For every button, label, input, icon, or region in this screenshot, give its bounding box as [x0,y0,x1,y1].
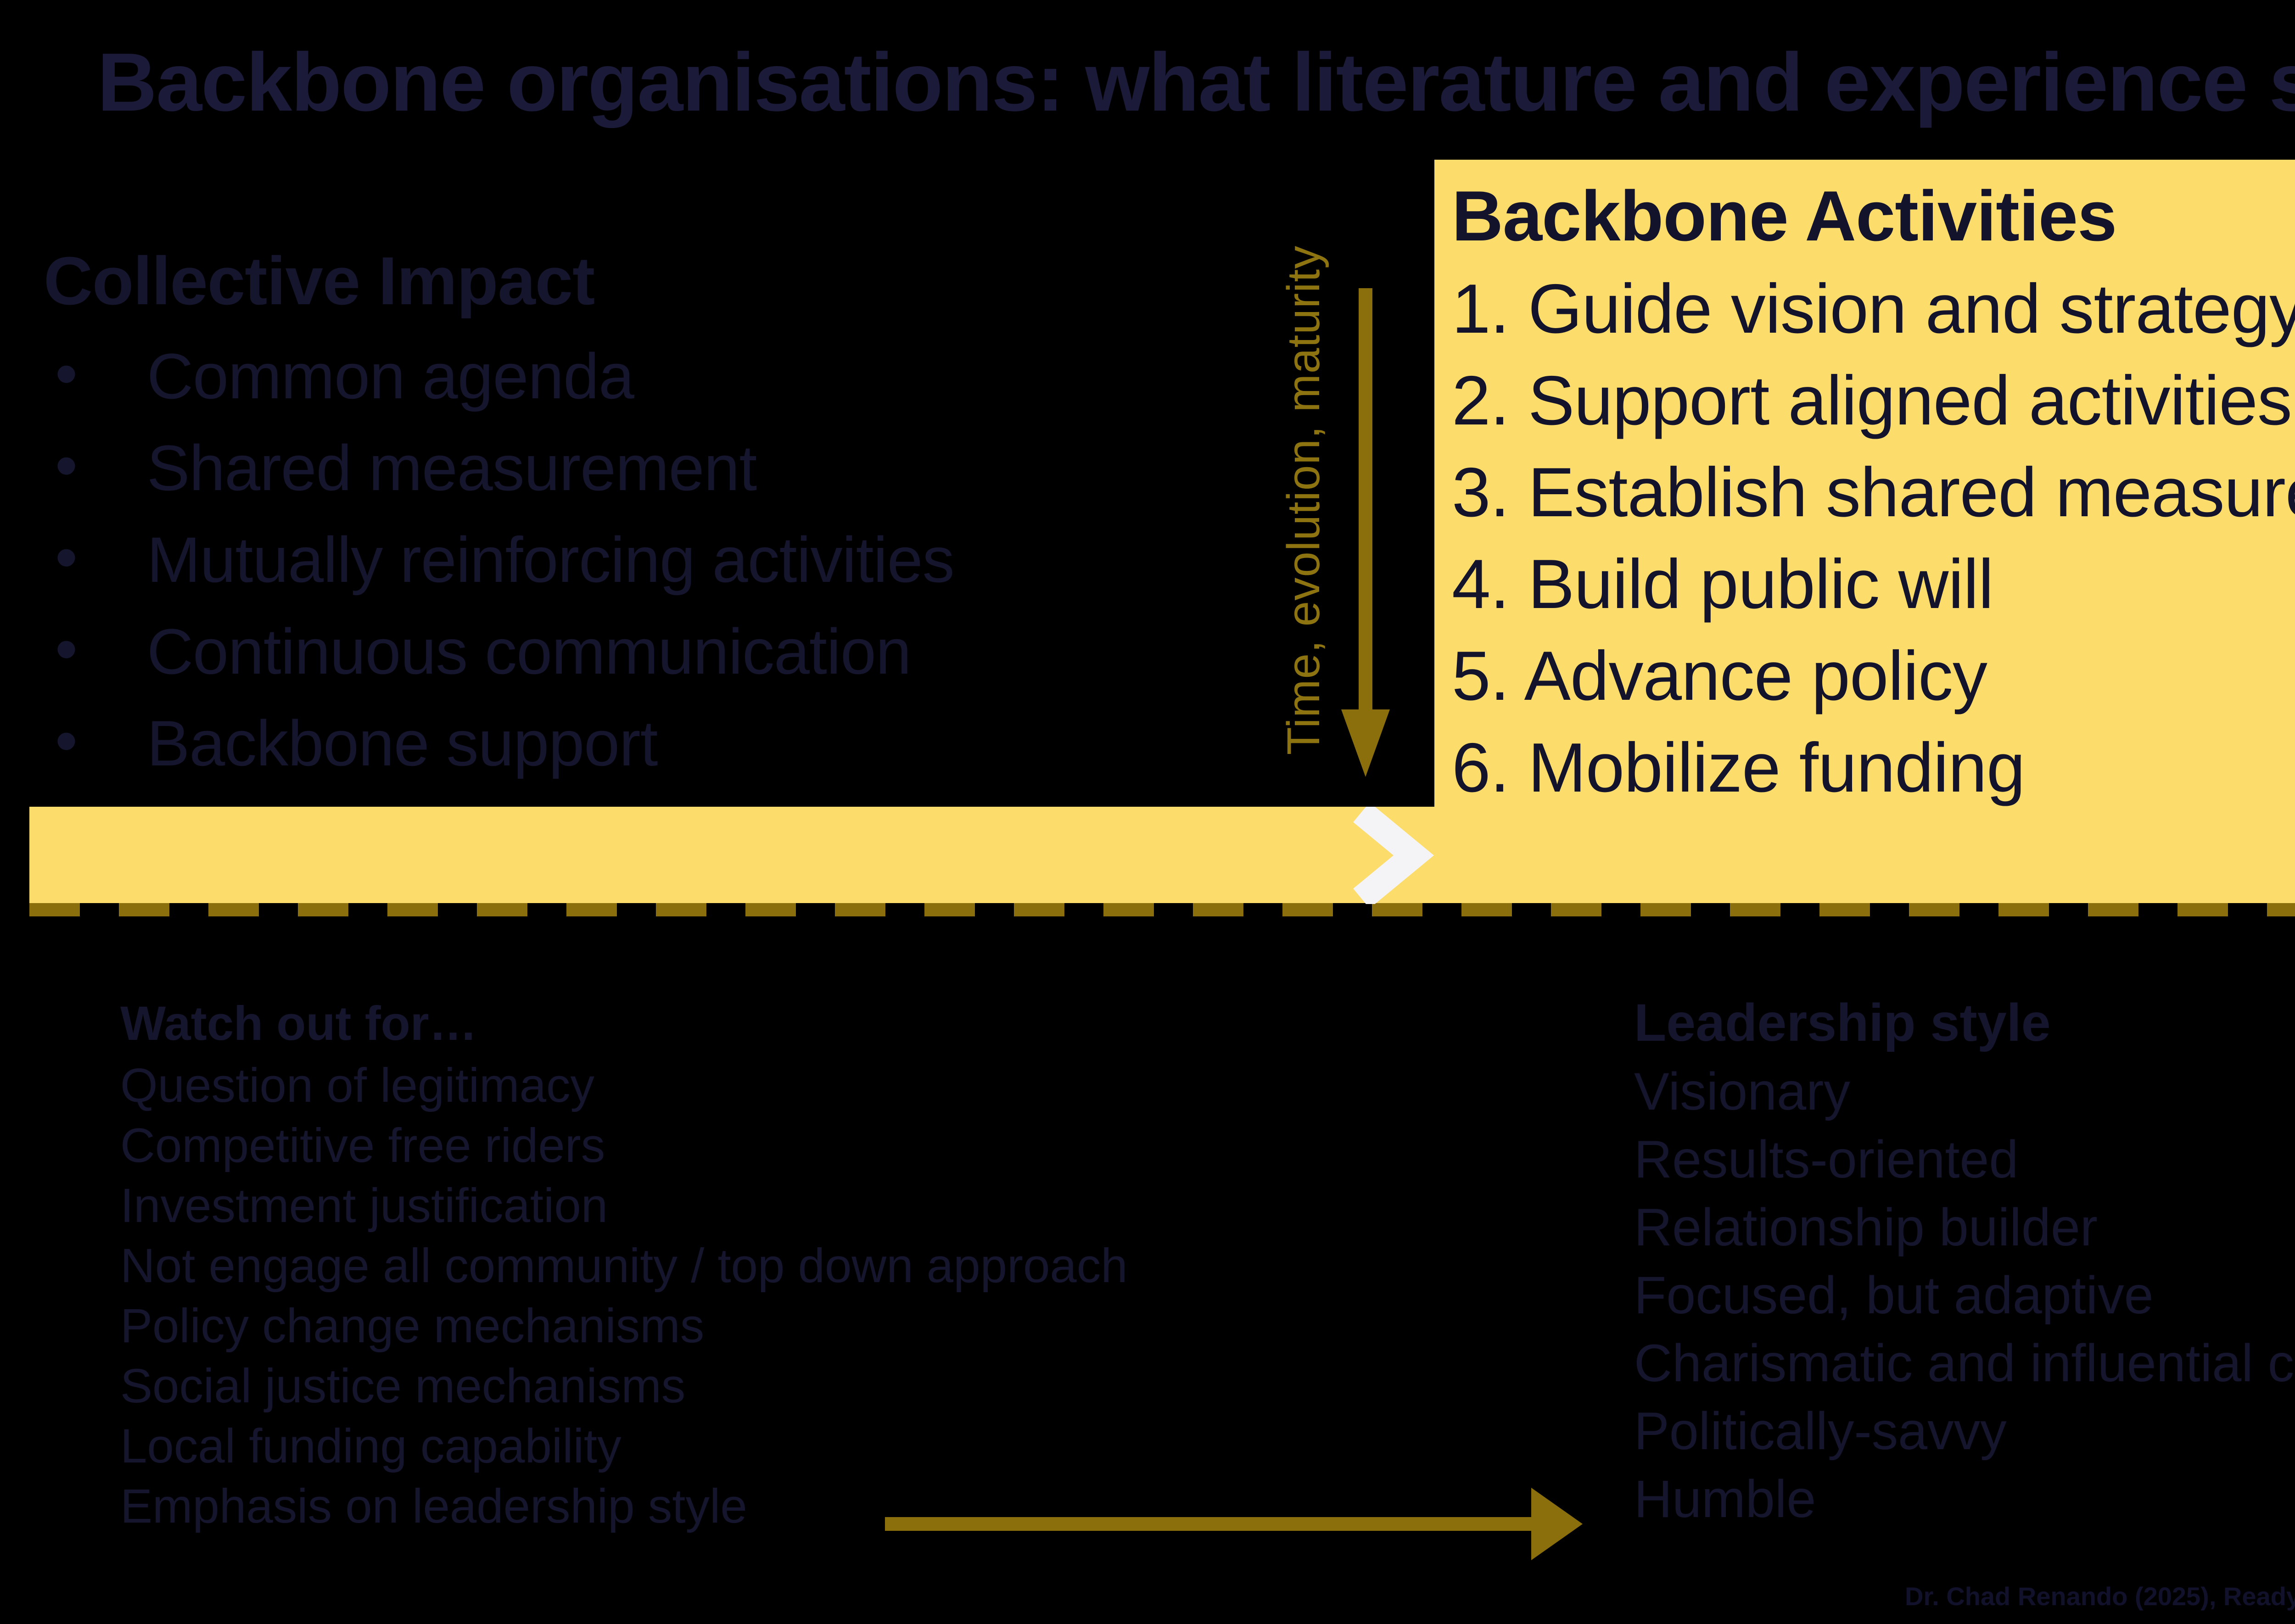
list-item: Charismatic and influential communicator [1634,1334,2295,1393]
list-item: 1. Guide vision and strategy [1452,263,2295,355]
bullet-icon: • [55,704,78,776]
list-item-label: Mutually reinforcing activities [147,524,955,596]
dashed-divider [29,903,2295,916]
watch-out-heading: Watch out for… [120,997,477,1050]
list-item: Not engage all community / top down appr… [120,1239,1128,1293]
chevron-right-icon [1353,807,1434,904]
time-down-arrow-icon [1341,288,1390,777]
list-item-label: 6. Mobilize funding [1452,729,2025,807]
bullet-icon: • [55,337,78,409]
list-item: 5. Advance policy [1452,630,2295,722]
list-item: 3. Establish shared measurement practice… [1452,446,2295,538]
list-item-label: Continuous communication [147,615,912,687]
list-item: Question of legitimacy [120,1059,594,1112]
list-item: 2. Support aligned activities [1452,355,2295,446]
list-item: Visionary [1634,1062,1850,1121]
backbone-activities-box: Backbone Activities 1. Guide vision and … [1434,160,2295,903]
list-item-label: 5. Advance policy [1452,637,1987,715]
leadership-style-heading: Leadership style [1634,993,2051,1052]
list-item: Local funding capability [120,1419,621,1473]
list-item-label: Shared measurement [147,432,757,504]
bullet-icon: • [55,429,78,501]
list-item-label: 3. Establish shared measurement practice… [1452,453,2295,531]
list-item: • Continuous communication [44,606,1154,698]
list-item: Investment justification [120,1179,608,1233]
list-item: Relationship builder [1634,1198,2098,1257]
list-item: Policy change mechanisms [120,1299,705,1353]
backbone-activities-heading: Backbone Activities [1452,176,2117,256]
list-item: Focused, but adaptive [1634,1266,2154,1325]
list-item: • Common agenda [44,330,1154,422]
list-item: Emphasis on leadership style [120,1479,747,1533]
backbone-activities-list: 1. Guide vision and strategy 2. Support a… [1434,263,2295,814]
list-item: Social justice mechanisms [120,1359,686,1413]
list-item-label: 1. Guide vision and strategy [1452,270,2295,348]
progression-right-arrow-icon [885,1488,1583,1560]
list-item-label: 2. Support aligned activities [1452,362,2292,440]
list-item: Results-oriented [1634,1130,2019,1189]
bullet-icon: • [55,521,78,593]
list-item-label: 4. Build public will [1452,545,1994,623]
credit-text: Dr. Chad Renando (2025), Ready Communiti… [1905,1582,2295,1611]
list-item: • Mutually reinforcing activities [44,514,1154,606]
list-item: 6. Mobilize funding [1452,722,2295,814]
list-item: Humble [1634,1470,1816,1529]
list-item: • Backbone support [44,698,1154,789]
list-item: • Shared measurement [44,422,1154,514]
list-item-label: Backbone support [147,707,658,779]
backbone-support-highlight-band [29,807,1434,903]
bullet-icon: • [55,613,78,685]
collective-impact-heading: Collective Impact [44,243,595,319]
time-axis-label: Time, evolution, maturity [1278,245,1329,755]
list-item: Competitive free riders [120,1119,605,1172]
list-item-label: Common agenda [147,340,634,412]
list-item: 4. Build public will [1452,538,2295,630]
collective-impact-list: • Common agenda • Shared measurement • Mutual… [44,330,1154,789]
slide-title: Backbone organisations: what literature … [97,36,2295,128]
list-item: Politically-savvy [1634,1402,2007,1461]
